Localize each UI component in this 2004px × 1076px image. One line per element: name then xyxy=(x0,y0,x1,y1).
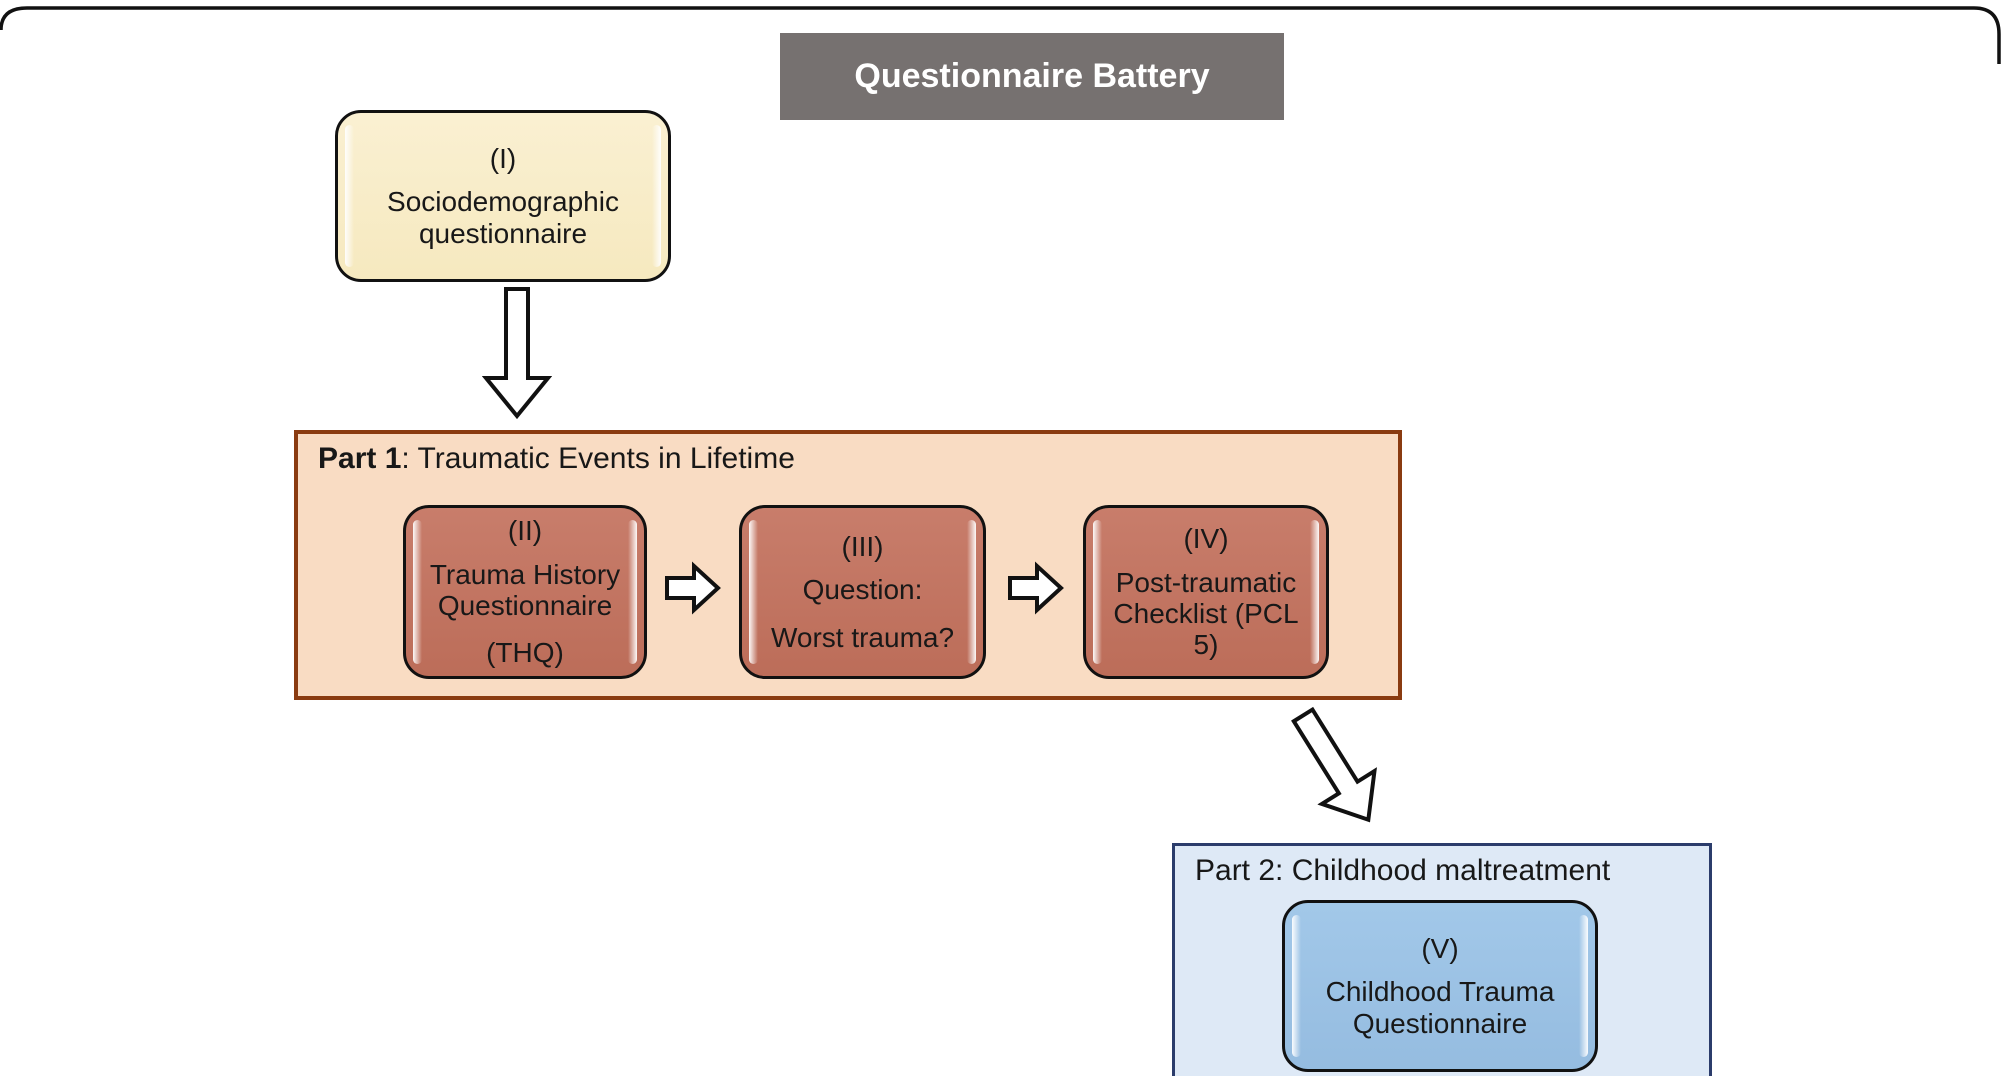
part2-heading-text: Part 2: Childhood maltreatment xyxy=(1195,854,1611,887)
node-trauma-history-questionnaire: (II) Trauma History Questionnaire (THQ) xyxy=(403,505,647,679)
node-label: Sociodemographic questionnaire xyxy=(387,186,619,249)
node-label: Childhood Trauma Questionnaire xyxy=(1325,976,1555,1039)
diagram-title: Questionnaire Battery xyxy=(854,57,1210,95)
node-numeral: (IV) xyxy=(1183,523,1229,555)
node-numeral: (III) xyxy=(841,530,884,562)
node-post-traumatic-checklist: (IV) Post-traumatic Checklist (PCL 5) xyxy=(1083,505,1329,679)
arrow-down-icon xyxy=(482,287,552,420)
node-childhood-trauma-questionnaire: (V) Childhood Trauma Questionnaire xyxy=(1282,900,1598,1072)
node-sociodemographic-questionnaire: (I) Sociodemographic questionnaire xyxy=(335,110,671,282)
gloss-highlight xyxy=(967,520,976,664)
part1-heading-bold: Part 1 xyxy=(318,442,402,475)
node-label: Post-traumatic Checklist (PCL 5) xyxy=(1113,566,1299,661)
part2-heading: Part 2: Childhood maltreatment xyxy=(1175,846,1709,888)
node-label: Trauma History Questionnaire xyxy=(429,558,621,621)
node-numeral: (II) xyxy=(507,515,543,547)
part1-heading-rest: : Traumatic Events in Lifetime xyxy=(401,442,795,475)
gloss-highlight xyxy=(749,520,758,664)
node-worst-trauma-question: (III) Question: Worst trauma? xyxy=(739,505,986,679)
node-numeral: (V) xyxy=(1421,932,1459,964)
arrow-down-right-icon xyxy=(1291,706,1377,823)
node-numeral: (I) xyxy=(489,142,517,174)
node-sublabel: (THQ) xyxy=(486,637,564,669)
node-label: Question: xyxy=(802,574,923,606)
part1-heading: Part 1: Traumatic Events in Lifetime xyxy=(298,434,1398,476)
diagram-title-bar: Questionnaire Battery xyxy=(780,33,1284,120)
node-sublabel: Worst trauma? xyxy=(770,621,955,653)
